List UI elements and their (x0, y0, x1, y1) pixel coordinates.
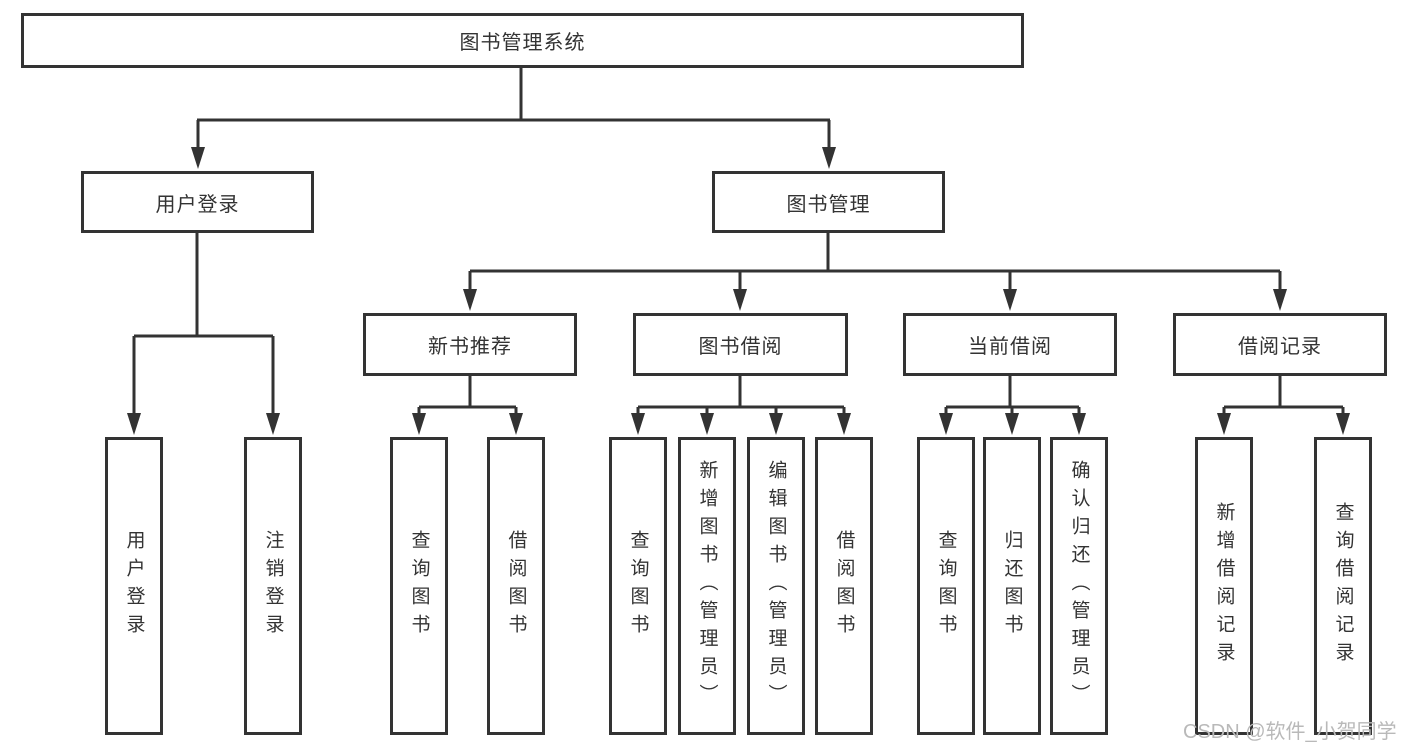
leaf-query-books-current-label: 查询图书 (935, 530, 957, 642)
node-book-management-label: 图书管理 (786, 193, 871, 216)
node-root-label: 图书管理系统 (459, 32, 586, 54)
node-book-borrow: 图书借阅 (633, 313, 848, 376)
node-new-book-recommend-label: 新书推荐 (428, 336, 512, 358)
node-current-borrow: 当前借阅 (903, 313, 1117, 376)
node-user-login-label: 用户登录 (155, 193, 240, 216)
leaf-add-book-admin-label: 新增图书（管理员） (696, 460, 718, 712)
node-root: 图书管理系统 (21, 13, 1024, 68)
leaf-query-borrow-record: 查询借阅记录 (1314, 437, 1372, 735)
csdn-watermark: CSDN @软件_小贺同学 (1183, 721, 1397, 743)
leaf-logout-label: 注销登录 (262, 530, 284, 642)
leaf-query-books-borrow: 查询图书 (609, 437, 667, 735)
arrowhead-icons (127, 147, 1350, 435)
leaf-confirm-return-admin: 确认归还（管理员） (1050, 437, 1108, 735)
node-borrow-records-label: 借阅记录 (1238, 336, 1322, 358)
leaf-add-borrow-record: 新增借阅记录 (1195, 437, 1253, 735)
leaf-add-book-admin: 新增图书（管理员） (678, 437, 736, 735)
leaf-user-login: 用户登录 (105, 437, 163, 735)
leaf-logout: 注销登录 (244, 437, 302, 735)
leaf-edit-book-admin: 编辑图书（管理员） (747, 437, 805, 735)
leaf-query-books-borrow-label: 查询图书 (627, 530, 649, 642)
leaf-borrow-books-recommend: 借阅图书 (487, 437, 545, 735)
node-current-borrow-label: 当前借阅 (968, 336, 1052, 358)
leaf-confirm-return-admin-label: 确认归还（管理员） (1068, 460, 1090, 712)
leaf-query-books-recommend-label: 查询图书 (408, 530, 430, 642)
leaf-return-book-label: 归还图书 (1001, 530, 1023, 642)
leaf-query-borrow-record-label: 查询借阅记录 (1332, 502, 1354, 670)
node-new-book-recommend: 新书推荐 (363, 313, 577, 376)
node-borrow-records: 借阅记录 (1173, 313, 1387, 376)
leaf-add-borrow-record-label: 新增借阅记录 (1213, 502, 1235, 670)
node-book-management: 图书管理 (712, 171, 945, 233)
leaf-edit-book-admin-label: 编辑图书（管理员） (765, 460, 787, 712)
leaf-borrow-books: 借阅图书 (815, 437, 873, 735)
leaf-query-books-current: 查询图书 (917, 437, 975, 735)
leaf-return-book: 归还图书 (983, 437, 1041, 735)
leaf-borrow-books-label: 借阅图书 (833, 530, 855, 642)
node-user-login: 用户登录 (81, 171, 314, 233)
node-book-borrow-label: 图书借阅 (698, 336, 783, 358)
leaf-query-books-recommend: 查询图书 (390, 437, 448, 735)
leaf-borrow-books-recommend-label: 借阅图书 (505, 530, 527, 642)
leaf-user-login-label: 用户登录 (123, 530, 145, 642)
